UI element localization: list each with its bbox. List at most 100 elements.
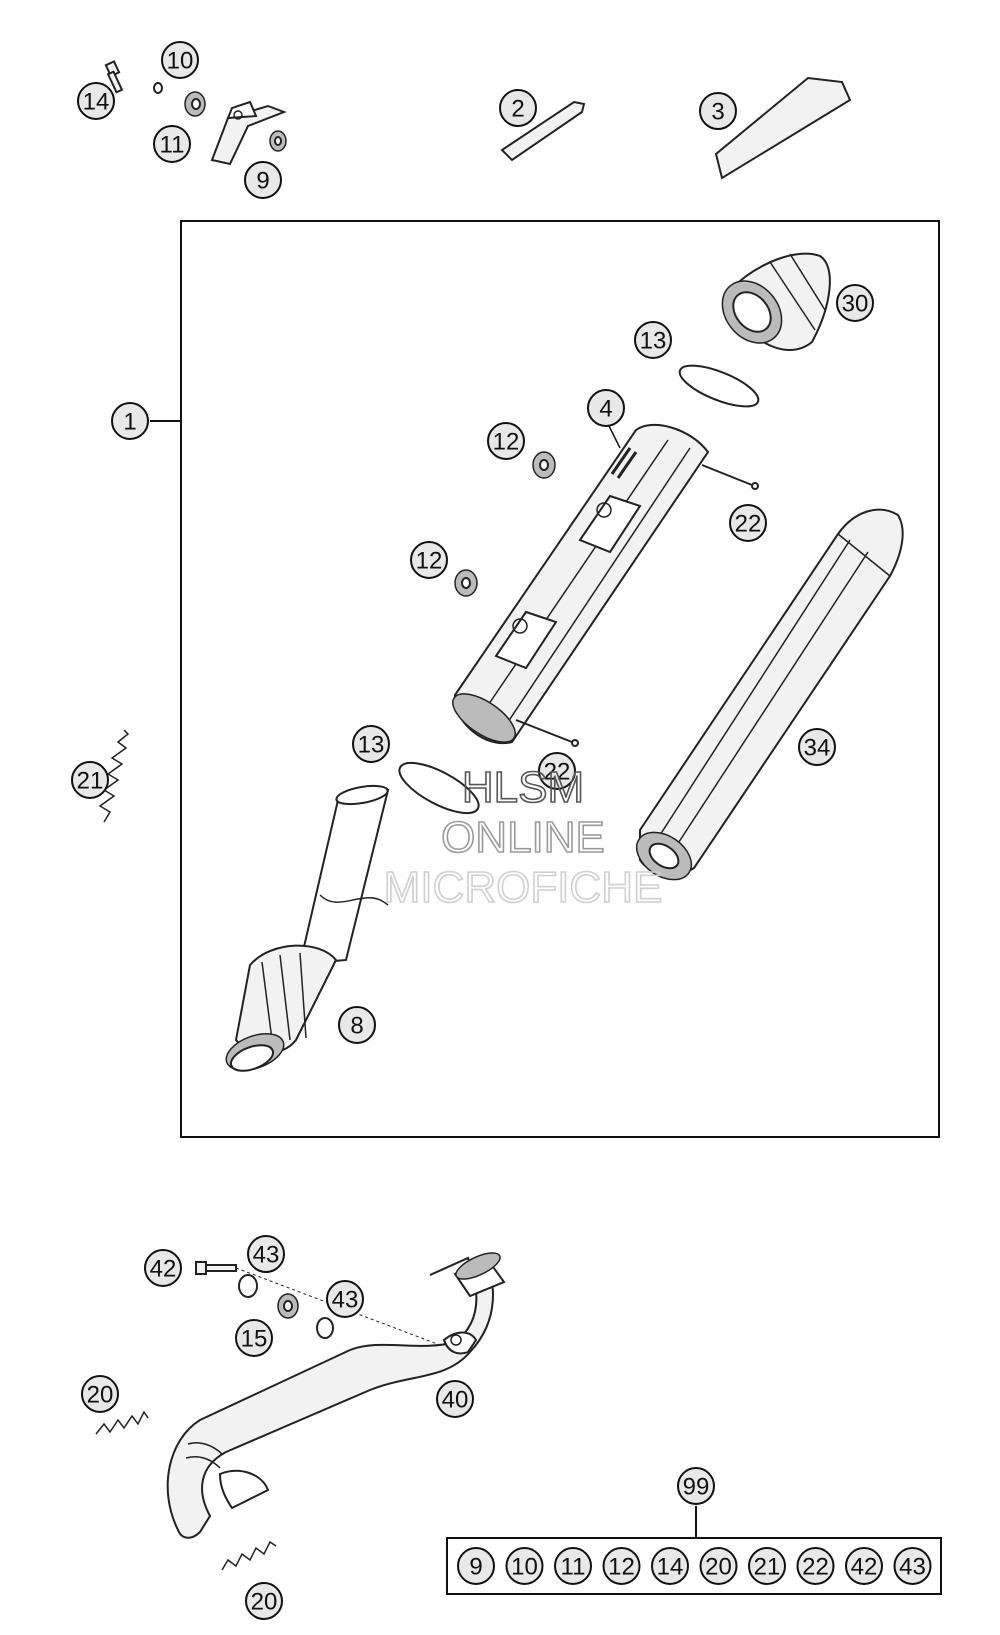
kit-item-label: 22 <box>802 1554 829 1581</box>
watermark-line-3: MICROFICHE <box>384 863 663 912</box>
nut-9 <box>269 130 287 152</box>
kit-item-circle <box>457 1547 495 1585</box>
kit-item-label: 21 <box>754 1554 781 1581</box>
callout-label: 21 <box>77 768 104 795</box>
kit-item-circle <box>796 1547 835 1585</box>
callout-label: 22 <box>544 759 571 786</box>
callout-label: 13 <box>358 732 385 759</box>
callout-c21: 21 <box>71 761 109 799</box>
callout-label: 14 <box>83 89 110 116</box>
callout-label: 99 <box>683 1474 710 1501</box>
spring-20-lower <box>221 1540 277 1571</box>
callout-label: 11 <box>160 132 185 159</box>
kit-item-label: 14 <box>657 1554 684 1581</box>
gasket-13-upper <box>678 364 760 408</box>
callout-c42: 42 <box>144 1249 182 1287</box>
heat-shield-pad-3 <box>714 76 852 180</box>
screw-22-lower <box>515 719 579 747</box>
watermark-line-1: HLSM <box>462 763 584 812</box>
callout-c8: 8 <box>338 1006 376 1044</box>
kit-item: 21 <box>748 1547 786 1585</box>
callout-label: 20 <box>87 1382 114 1409</box>
callout-c40: 40 <box>436 1380 474 1418</box>
header-pipe-40 <box>166 1252 506 1539</box>
callout-circle <box>699 92 737 130</box>
callout-circle <box>247 1235 285 1273</box>
kit-item-label: 9 <box>469 1554 482 1581</box>
callout-label: 12 <box>493 429 520 456</box>
kit-99-box <box>446 1537 942 1595</box>
callout-c1: 1 <box>111 402 149 440</box>
bushing-11 <box>184 91 206 117</box>
kit-item: 22 <box>796 1547 835 1585</box>
kit-item: 14 <box>651 1547 689 1585</box>
callout-circle <box>677 1467 715 1505</box>
rating-plate-4 <box>610 447 638 479</box>
washer-10 <box>153 82 163 94</box>
callout-circle <box>71 761 109 799</box>
callout-circle <box>436 1380 474 1418</box>
kit-item-circle <box>893 1547 932 1585</box>
callout-c14: 14 <box>77 82 115 120</box>
kit-item-circle <box>505 1547 544 1585</box>
kit-item: 43 <box>893 1547 932 1585</box>
callout-label: 3 <box>711 99 724 126</box>
callout-c30: 30 <box>836 284 874 322</box>
callout-circle <box>326 1280 364 1318</box>
callout-c20a: 20 <box>81 1375 119 1413</box>
kit-item-circle <box>651 1547 689 1585</box>
gasket-13-lower <box>398 761 480 815</box>
callout-circle <box>798 728 836 766</box>
kit-item-circle <box>554 1547 592 1585</box>
mount-bracket <box>210 100 287 166</box>
callout-c13a: 13 <box>634 321 672 359</box>
kit-item-circle <box>748 1547 786 1585</box>
callout-circle <box>338 1006 376 1044</box>
callout-label: 42 <box>150 1256 177 1283</box>
callout-circle <box>587 389 625 427</box>
callout-circle <box>244 161 282 199</box>
kit-item-circle <box>699 1547 738 1585</box>
heat-shield-pad-2 <box>500 100 586 162</box>
callout-circle <box>111 402 149 440</box>
watermark: HLSM ONLINE MICROFICHE <box>383 762 663 913</box>
callout-label: 1 <box>123 409 136 436</box>
kit-item-label: 43 <box>899 1554 926 1581</box>
callout-label: 40 <box>442 1387 469 1414</box>
callout-circle <box>499 89 537 127</box>
callout-c99: 99 <box>677 1467 715 1505</box>
callout-c12a: 12 <box>487 422 525 460</box>
kit-item: 20 <box>699 1547 738 1585</box>
callout-circle <box>81 1375 119 1413</box>
callout-label: 4 <box>599 396 612 423</box>
silencer-inner-body <box>452 423 710 745</box>
kit-item-label: 20 <box>705 1554 732 1581</box>
watermark-line-2: ONLINE <box>441 813 605 862</box>
callout-c22b: 22 <box>538 752 576 790</box>
callout-circle <box>634 321 672 359</box>
callout-label: 20 <box>251 1589 278 1616</box>
callout-c4: 4 <box>587 389 625 427</box>
callout-circle <box>144 1249 182 1287</box>
kit-item-label: 10 <box>511 1554 538 1581</box>
bushing-15 <box>277 1293 299 1319</box>
inlet-piece-8 <box>225 784 390 1072</box>
callout-circle <box>161 41 199 79</box>
callout-circle <box>235 1319 273 1357</box>
callout-c22a: 22 <box>729 504 767 542</box>
callout-circle <box>538 752 576 790</box>
callout-label: 2 <box>511 96 524 123</box>
kit-item: 10 <box>505 1547 544 1585</box>
callout-label: 15 <box>241 1326 268 1353</box>
callout-label: 9 <box>256 168 269 195</box>
kit-item-label: 11 <box>561 1554 586 1581</box>
silencer-sleeve-34 <box>635 508 904 881</box>
callout-label: 8 <box>350 1013 363 1040</box>
callout-label: 43 <box>253 1242 280 1269</box>
callout-circle <box>245 1582 283 1620</box>
callout-circle <box>487 422 525 460</box>
kit-item: 42 <box>845 1547 883 1585</box>
kit-item-circle <box>845 1547 883 1585</box>
